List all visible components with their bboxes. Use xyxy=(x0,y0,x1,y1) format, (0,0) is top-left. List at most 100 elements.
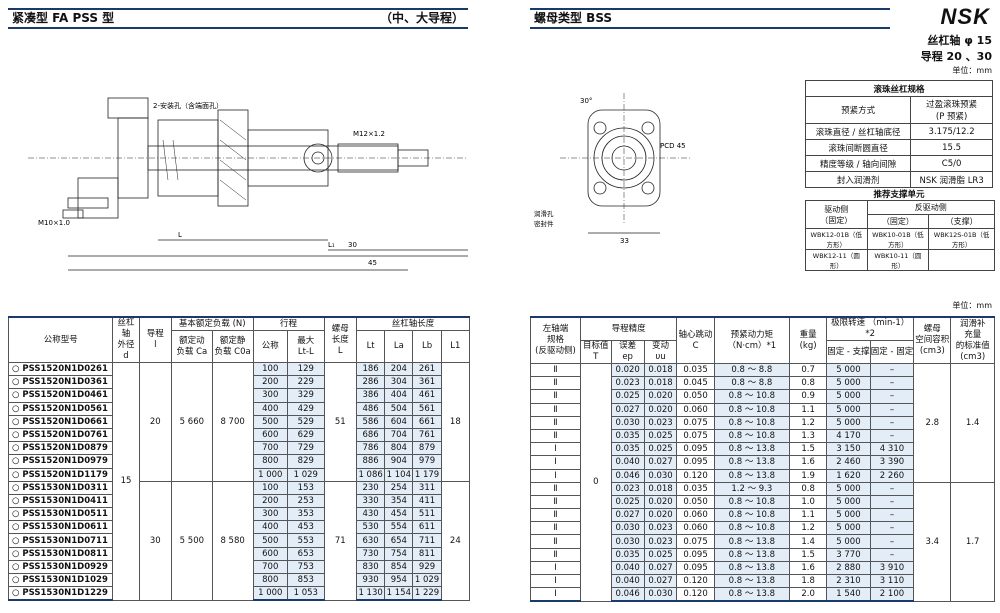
speed-fix-sup-cell: 5 000 xyxy=(826,362,871,378)
speed-fix-sup-cell: 3 770 xyxy=(826,547,871,562)
h-dyn: 额定动 负载 Ca xyxy=(170,330,213,363)
lb-cell: 311 xyxy=(412,480,442,495)
error-cell: 0.046 xyxy=(610,468,645,483)
support-cell: WBK10-11（圆形） xyxy=(866,249,930,271)
speed-fix-fix-cell: – xyxy=(869,494,915,510)
weight-cell: 0.7 xyxy=(789,362,828,378)
rule-cell: Ⅱ xyxy=(530,402,581,417)
variation-cell: 0.025 xyxy=(643,547,678,562)
torque-cell: 0.8 ～ 13.8 xyxy=(713,455,791,470)
stroke-cell: 200 xyxy=(252,493,288,509)
runout-cell: 0.120 xyxy=(676,573,715,589)
runout-cell: 0.075 xyxy=(676,415,715,430)
torque-cell: 0.8 ～ 8.8 xyxy=(713,376,791,391)
spec-val: 3.175/12.2 xyxy=(910,123,993,140)
h-nutlen: 螺母 长度 L xyxy=(323,316,358,363)
spec-val: NSK 润滑脂 LR3 xyxy=(910,171,993,188)
main-table-right: 左轴端 规格 (反驱动侧) 导程精度 轴心跳动 C 预紧动力矩 （N·cm）*1… xyxy=(530,316,995,603)
la-cell: 604 xyxy=(384,414,414,429)
lb-cell: 929 xyxy=(412,559,442,575)
stroke-cell: 500 xyxy=(252,414,288,429)
stat-load-cell: 8 580 xyxy=(211,480,254,601)
dim-33: 33 xyxy=(620,237,629,245)
volume-cell: 2.8 xyxy=(913,363,952,483)
h-lead: 导程 l xyxy=(138,316,172,363)
lb-cell: 261 xyxy=(412,361,442,377)
support-table: 驱动侧 （固定）反驱动侧 （固定）（支撑） WBK12-01B（低方形）WBK1… xyxy=(805,200,996,271)
stat-load-cell: 8 700 xyxy=(211,362,254,482)
h-l1: L1 xyxy=(440,330,471,363)
dim-30: 30 xyxy=(348,241,357,249)
la-cell: 404 xyxy=(384,388,414,403)
la-cell: 1 104 xyxy=(384,467,414,482)
lt-cell: 230 xyxy=(355,480,386,495)
max-stroke-cell: 429 xyxy=(287,401,325,416)
end-view-drawing: 30° PCD 45 润滑孔 密封件 33 xyxy=(534,93,690,245)
stroke-cell: 300 xyxy=(252,507,288,522)
target-cell: 0 xyxy=(579,363,612,602)
speed-fix-sup-cell: 5 000 xyxy=(826,481,871,496)
max-stroke-cell: 353 xyxy=(287,507,325,522)
torque-cell: 0.8 ～ 13.8 xyxy=(713,468,791,483)
spec-val: 过盈滚珠预紧 (P 预紧) xyxy=(910,96,993,124)
torque-cell: 0.8 ～ 13.8 xyxy=(713,587,791,603)
speed-fix-fix-cell: – xyxy=(869,415,915,430)
dim-L: L xyxy=(178,231,182,239)
speed-fix-sup-cell: 4 170 xyxy=(826,428,871,444)
torque-cell: 0.8 ～ 13.8 xyxy=(713,547,791,562)
rule-cell: Ⅱ xyxy=(530,428,581,444)
od-cell: 15 xyxy=(112,362,140,601)
error-cell: 0.035 xyxy=(610,442,645,457)
variation-cell: 0.027 xyxy=(643,560,678,576)
runout-cell: 0.060 xyxy=(676,402,715,417)
runout-cell: 0.075 xyxy=(676,428,715,444)
rule-cell: Ⅱ xyxy=(530,547,581,562)
max-stroke-cell: 553 xyxy=(287,533,325,548)
speed-fix-fix-cell: 2 100 xyxy=(869,587,915,603)
speed-fix-fix-cell: – xyxy=(869,521,915,536)
support-cell xyxy=(928,249,995,271)
runout-cell: 0.050 xyxy=(676,494,715,510)
rule-cell: Ⅱ xyxy=(530,389,581,404)
torque-cell: 1.2 ～ 9.3 xyxy=(713,481,791,496)
speed-fix-fix-cell: 2 260 xyxy=(869,468,915,483)
torque-cell: 0.8 ～ 10.8 xyxy=(713,428,791,444)
h-fixsup: 固定 - 支撑 xyxy=(826,340,871,364)
speed-fix-sup-cell: 3 150 xyxy=(826,442,871,457)
rule-cell: Ⅰ xyxy=(530,587,581,603)
variation-cell: 0.020 xyxy=(643,494,678,510)
speed-fix-fix-cell: – xyxy=(869,376,915,391)
model-cell: ○ PSS1530N1D0311 xyxy=(7,480,114,495)
model-cell: ○ PSS1530N1D0929 xyxy=(7,559,114,575)
mount-hole-label: 2-安装孔（含端面孔） xyxy=(153,101,223,110)
runout-cell: 0.060 xyxy=(676,521,715,536)
max-stroke-cell: 453 xyxy=(287,520,325,535)
right-header-bar: 螺母类型 BSS xyxy=(530,8,890,29)
variation-cell: 0.018 xyxy=(643,481,678,496)
rule-cell: Ⅰ xyxy=(530,573,581,589)
lb-cell: 761 xyxy=(412,427,442,443)
error-cell: 0.046 xyxy=(610,587,645,603)
max-stroke-cell: 229 xyxy=(287,375,325,390)
error-cell: 0.025 xyxy=(610,494,645,510)
stroke-cell: 600 xyxy=(252,427,288,443)
lt-cell: 430 xyxy=(355,507,386,522)
lt-cell: 1 086 xyxy=(355,467,386,482)
la-cell: 204 xyxy=(384,361,414,377)
lt-cell: 586 xyxy=(355,414,386,429)
speed-fix-fix-cell: – xyxy=(869,547,915,562)
lb-cell: 661 xyxy=(412,414,442,429)
weight-cell: 1.8 xyxy=(789,573,828,589)
support-label: （支撑） xyxy=(928,214,995,229)
rule-cell: Ⅱ xyxy=(530,415,581,430)
weight-cell: 0.9 xyxy=(789,389,828,404)
lb-cell: 511 xyxy=(412,507,442,522)
grease-cell: 1.4 xyxy=(950,363,995,483)
lb-cell: 561 xyxy=(412,401,442,416)
l1-cell: 24 xyxy=(440,480,471,601)
weight-cell: 1.5 xyxy=(789,547,828,562)
h-la: La xyxy=(384,330,414,363)
